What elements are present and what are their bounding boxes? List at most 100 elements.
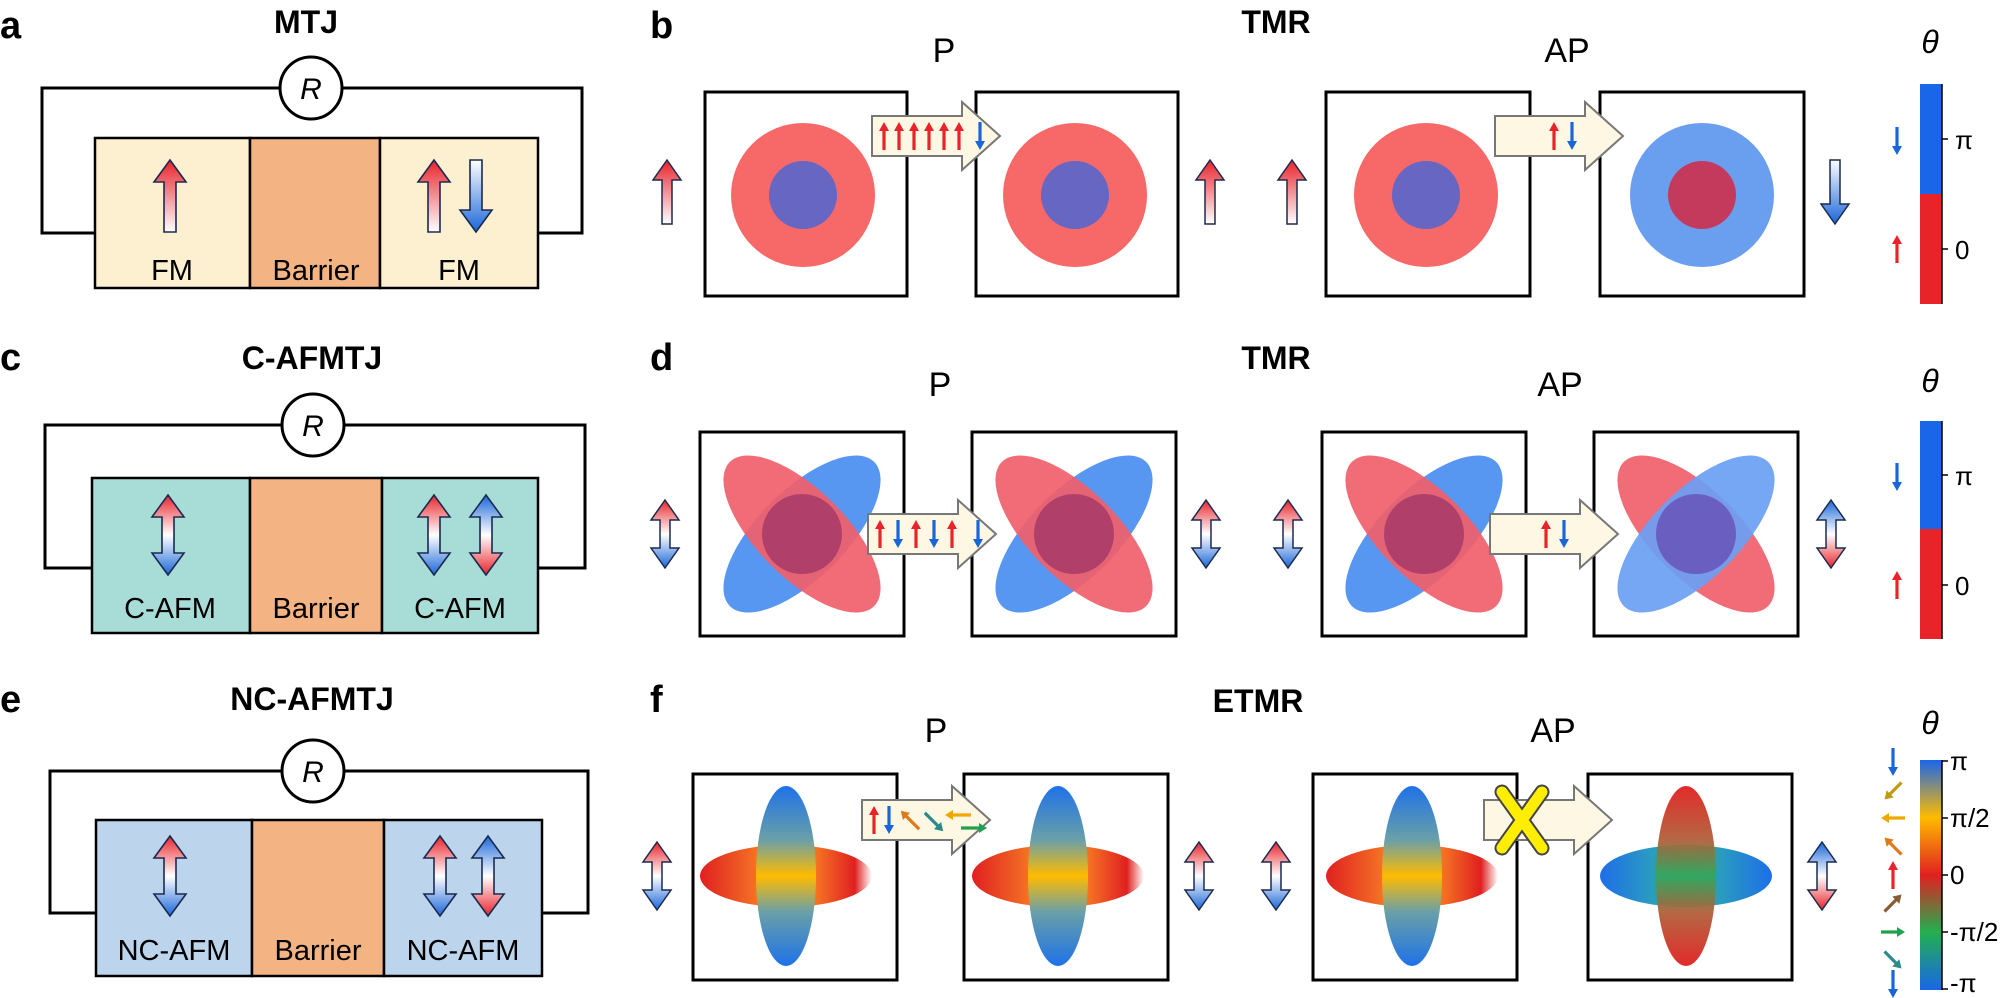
colorbar-pi-segment bbox=[1920, 421, 1942, 529]
colorbar-tick: π/2 bbox=[1950, 803, 1990, 833]
barrier-label: Barrier bbox=[272, 593, 359, 625]
spin-tilted-icon bbox=[1884, 781, 1903, 800]
double-spin-arrow-icon bbox=[1261, 841, 1291, 911]
spin-down-band bbox=[1392, 161, 1460, 229]
spin-tilted-icon bbox=[923, 811, 944, 832]
right-layer-label: NC-AFM bbox=[407, 935, 520, 967]
state-p-label: P bbox=[925, 712, 948, 750]
panel-b: b TMR P AP θ bbox=[650, 4, 1973, 304]
spin-tilted-icon bbox=[961, 823, 987, 833]
spin-tilted-icon bbox=[1883, 950, 1902, 969]
panel-letter-e: e bbox=[0, 679, 21, 721]
right-ncafm-layer bbox=[382, 818, 544, 978]
resistor-label: R bbox=[300, 73, 322, 106]
colorbar-label: θ bbox=[1921, 705, 1939, 741]
colorbar-pi-segment bbox=[1920, 84, 1942, 194]
panel-letter-b: b bbox=[650, 5, 673, 47]
circuit-wire bbox=[48, 769, 590, 915]
spin-up-arrow-icon bbox=[1277, 159, 1307, 225]
panel-b-title: TMR bbox=[1241, 4, 1310, 40]
state-p-label: P bbox=[933, 32, 956, 70]
spin-down-band bbox=[1041, 161, 1109, 229]
barrier-layer bbox=[248, 476, 384, 635]
state-ap-label: AP bbox=[1544, 32, 1589, 70]
panel-letter-c: c bbox=[0, 337, 21, 379]
colorbar-gradient bbox=[1920, 760, 1942, 990]
spin-down-small-icon bbox=[1888, 748, 1898, 776]
state-ap-label: AP bbox=[1530, 712, 1575, 750]
double-spin-arrow-icon bbox=[1191, 499, 1221, 569]
barrier-layer bbox=[248, 136, 382, 290]
spin-down-arrow-icon bbox=[1820, 159, 1850, 225]
spin-up-small-icon bbox=[1892, 571, 1902, 599]
vertical-band bbox=[1028, 786, 1088, 966]
double-spin-arrow-icon bbox=[650, 499, 680, 569]
spin-tilted-icon bbox=[945, 810, 971, 820]
overlap-band bbox=[1384, 494, 1464, 574]
panel-f-title: ETMR bbox=[1213, 683, 1304, 719]
panel-letter-d: d bbox=[650, 337, 673, 379]
panel-d-title: TMR bbox=[1241, 340, 1310, 376]
panel-d: d TMR P AP θ bbox=[650, 337, 1973, 639]
circuit-wire bbox=[43, 423, 587, 570]
spin-tilted-icon bbox=[1881, 927, 1905, 937]
colorbar-label: θ bbox=[1921, 24, 1939, 60]
double-spin-arrow-icon bbox=[1184, 841, 1214, 911]
right-cafm-layer bbox=[380, 476, 540, 635]
resistor-label: R bbox=[302, 756, 324, 789]
resistor-label: R bbox=[302, 410, 324, 443]
vertical-band bbox=[1382, 786, 1442, 966]
colorbar-tick: -π bbox=[1950, 968, 1977, 998]
colorbar-tick: π bbox=[1950, 746, 1968, 776]
colorbar-tick: π bbox=[1955, 461, 1973, 491]
panel-letter-f: f bbox=[650, 679, 663, 721]
overlap-band bbox=[762, 494, 842, 574]
colorbar-tick: 0 bbox=[1955, 235, 1969, 265]
right-layer-label: C-AFM bbox=[414, 593, 506, 625]
colorbar-tick: -π/2 bbox=[1950, 917, 1998, 947]
panel-c: c C-AFMTJ R C-AFM Barrier C-AFM bbox=[0, 337, 587, 635]
panel-e-title: NC-AFMTJ bbox=[230, 681, 394, 717]
overlap-band bbox=[1656, 494, 1736, 574]
vertical-band bbox=[756, 786, 816, 966]
spin-down-small-icon bbox=[1892, 463, 1902, 491]
spin-tilted-icon bbox=[1881, 813, 1905, 823]
colorbar-tick: 0 bbox=[1950, 860, 1964, 890]
colorbar-label: θ bbox=[1921, 363, 1939, 399]
colorbar-tick: π bbox=[1955, 125, 1973, 155]
spin-up-small-icon bbox=[1892, 235, 1902, 263]
spin-tilted-icon bbox=[900, 810, 921, 831]
left-layer-label: NC-AFM bbox=[118, 935, 231, 967]
spin-tilted-icon bbox=[1884, 837, 1903, 856]
spin-up-arrow-icon bbox=[1195, 159, 1225, 225]
overlap-band bbox=[1668, 161, 1736, 229]
barrier-layer bbox=[250, 818, 386, 978]
resistor-symbol bbox=[280, 392, 346, 458]
spin-down-small-icon bbox=[1892, 127, 1902, 155]
state-ap-label: AP bbox=[1537, 366, 1582, 404]
colorbar-zero-segment bbox=[1920, 529, 1942, 639]
right-fm-layer bbox=[378, 136, 540, 290]
double-spin-arrow-icon bbox=[1807, 841, 1837, 911]
left-layer-label: FM bbox=[151, 255, 193, 287]
left-layer-label: C-AFM bbox=[124, 593, 216, 625]
overlap-band bbox=[1034, 494, 1114, 574]
spin-up-small-icon bbox=[1888, 861, 1898, 889]
spin-down-small-icon bbox=[1888, 970, 1898, 998]
barrier-label: Barrier bbox=[272, 255, 359, 287]
blocked-cross-icon bbox=[1494, 784, 1550, 856]
double-spin-arrow-icon bbox=[1816, 499, 1846, 569]
double-spin-arrow-icon bbox=[1273, 499, 1303, 569]
panel-a: a MTJ R FM Barrier FM bbox=[0, 4, 584, 290]
panel-c-title: C-AFMTJ bbox=[242, 340, 382, 376]
resistor-symbol bbox=[278, 55, 344, 121]
colorbar-tick: 0 bbox=[1955, 571, 1969, 601]
resistor-symbol bbox=[280, 738, 346, 804]
colorbar-zero-segment bbox=[1920, 194, 1942, 304]
panel-e: e NC-AFMTJ R NC-AFM Barrier NC-AFM bbox=[0, 679, 590, 978]
barrier-label: Barrier bbox=[274, 935, 361, 967]
vertical-band bbox=[1656, 786, 1716, 966]
circuit-wire bbox=[40, 86, 584, 235]
state-p-label: P bbox=[929, 366, 952, 404]
